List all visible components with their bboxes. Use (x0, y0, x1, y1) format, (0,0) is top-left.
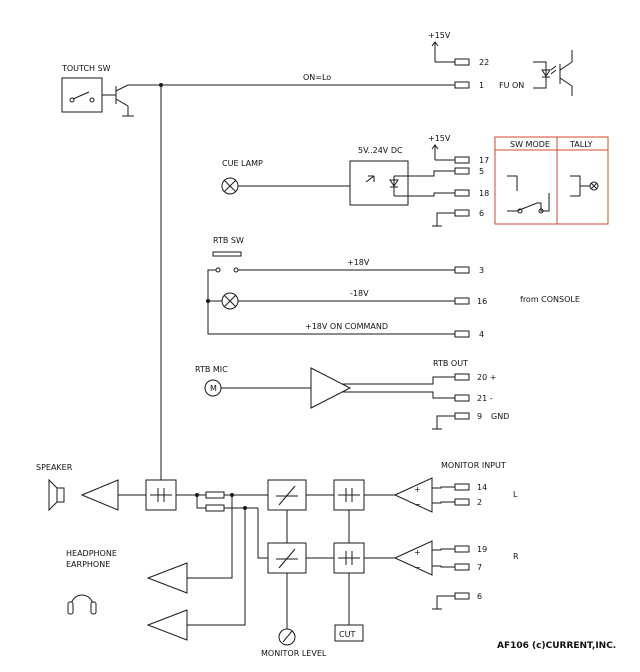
lamp-icon (221, 177, 239, 195)
terminal-4 (454, 330, 470, 338)
rtb-mic-label: RTB MIC (195, 365, 228, 374)
headphone-icon (67, 594, 97, 615)
minus18v-label: -18V (350, 289, 369, 298)
v5-24-label: 5V..24V DC (358, 146, 403, 155)
pin-2-label: 2 (477, 498, 482, 507)
resistor-l (205, 491, 225, 499)
on-lo-label: ON=Lo (303, 73, 331, 82)
cut-label: CUT (339, 630, 355, 639)
pin-17-label: 17 (479, 156, 489, 165)
monitor-input-label: MONITOR INPUT (441, 461, 506, 470)
pin-7-label: 7 (477, 563, 482, 572)
pin-21-label: 21 - (477, 394, 493, 403)
mic-glyph: M (210, 384, 217, 393)
potentiometer-icon (278, 628, 296, 646)
pin-14-label: 14 (477, 483, 487, 492)
rtb-lamp-icon (221, 292, 239, 310)
touch-sw-label: TOUTCH SW (61, 64, 111, 73)
minus-l-label: − (414, 500, 421, 509)
ch-l-label: L (513, 490, 518, 499)
pin-22-label: 22 (479, 58, 489, 67)
terminal-21 (454, 394, 470, 402)
rtb-switch-icon (212, 251, 242, 257)
plus18v-label: +18V (347, 258, 370, 267)
filter-l-icon (333, 479, 365, 511)
optocoupler-icon (533, 50, 573, 96)
tally-lamp-icon (589, 181, 599, 191)
pin-9-label: 9 (477, 412, 482, 421)
cut-box (334, 624, 364, 642)
plus-l-label: + (414, 485, 421, 494)
touch-switch-icon (61, 77, 103, 113)
headphone-amp-r-icon (146, 609, 188, 641)
pin-1-label: 1 (479, 81, 484, 90)
earphone-label: EARPHONE (66, 560, 110, 569)
vca-r-icon (267, 542, 307, 574)
filter-r-icon (333, 542, 365, 574)
terminal-1 (454, 81, 470, 89)
pin-20-label: 20 + (477, 373, 496, 382)
terminal-5 (454, 167, 470, 175)
vca-l-icon (267, 479, 307, 511)
optocoupler-box (349, 160, 409, 206)
plus15v-mid-label: +15V (428, 134, 451, 143)
pin-6a-label: 6 (479, 209, 484, 218)
terminal-14 (454, 483, 470, 491)
speaker-label: SPEAKER (36, 463, 73, 472)
terminal-19 (454, 545, 470, 553)
pin-5-label: 5 (479, 167, 484, 176)
input-amp-l-icon (393, 477, 433, 513)
plus18v-cmd-label: +18V ON COMMAND (305, 322, 388, 331)
credit-label: AF106 (c)CURRENT,INC. (497, 641, 616, 651)
terminal-7 (454, 563, 470, 571)
input-amp-r-icon (393, 540, 433, 576)
headphone-label: HEADPHONE (66, 549, 117, 558)
terminal-18 (454, 189, 470, 197)
terminal-17 (454, 156, 470, 164)
rtb-amplifier-icon (310, 367, 352, 409)
pin-3-label: 3 (479, 266, 484, 275)
terminal-9 (454, 412, 470, 420)
speaker-filter-icon (145, 479, 177, 511)
speaker-amplifier-icon (80, 479, 119, 511)
pin-16-label: 16 (477, 297, 487, 306)
pin-6b-label: 6 (477, 592, 482, 601)
terminal-6b (454, 592, 470, 600)
terminal-22 (454, 58, 470, 66)
terminal-6a (454, 209, 470, 217)
rtb-out-label: RTB OUT (433, 359, 468, 368)
fu-on-label: FU ON (499, 81, 524, 90)
resistor-r (205, 504, 225, 512)
terminal-16 (454, 297, 470, 305)
pin-19-label: 19 (477, 545, 487, 554)
headphone-amp-l-icon (146, 562, 188, 594)
plus-r-label: + (414, 548, 421, 557)
rtb-sw-label: RTB SW (213, 236, 244, 245)
minus-r-label: − (414, 563, 421, 572)
cue-lamp-label: CUE LAMP (222, 159, 263, 168)
gnd-label: GND (491, 412, 509, 421)
transistor-icon (115, 84, 161, 117)
ch-r-label: R (513, 552, 519, 561)
speaker-icon (48, 478, 65, 512)
terminal-20 (454, 373, 470, 381)
terminal-3 (454, 266, 470, 274)
monitor-level-label: MONITOR LEVEL (261, 649, 327, 658)
pin-18-label: 18 (479, 189, 489, 198)
from-console-label: from CONSOLE (520, 295, 580, 304)
pin-4-label: 4 (479, 330, 484, 339)
plus15v-top-label: +15V (428, 31, 451, 40)
sw-mode-tally-box (494, 136, 609, 225)
sw-mode-label: SW MODE (510, 140, 550, 149)
tally-label: TALLY (569, 140, 593, 149)
terminal-2 (454, 498, 470, 506)
